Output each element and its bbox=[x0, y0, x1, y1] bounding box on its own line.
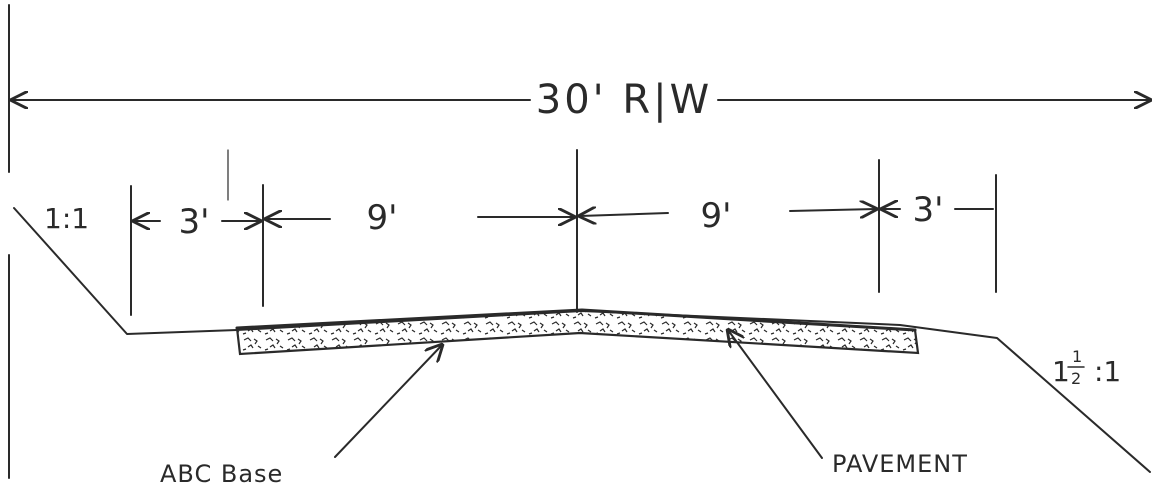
pavement-leader-line bbox=[728, 330, 823, 459]
dim-label-right-lane: 9' bbox=[701, 196, 732, 236]
dim-label-left-lane: 9' bbox=[367, 198, 398, 238]
slope-label-right-ratio: :1 bbox=[1094, 355, 1121, 388]
ground-profile-line bbox=[13, 207, 1151, 473]
dim-line-right-lane-a bbox=[580, 213, 669, 216]
abc-base-label: ABC Base bbox=[160, 460, 283, 488]
dim-label-left-shoulder: 3' bbox=[179, 202, 210, 242]
slope-label-right-whole: 1 bbox=[1052, 355, 1070, 388]
pavement-label: PAVEMENT bbox=[832, 450, 968, 478]
slope-label-left: 1:1 bbox=[44, 202, 89, 235]
abc-base-leader-line bbox=[334, 345, 442, 458]
pavement-top-surface bbox=[235, 308, 917, 332]
slope-label-right-numerator: 1 bbox=[1072, 347, 1082, 366]
dim-label-right-shoulder: 3' bbox=[913, 190, 944, 230]
slope-label-right-denominator: 2 bbox=[1071, 369, 1081, 388]
dim-line-right-lane-b bbox=[789, 209, 876, 211]
row-width-label: 30' R|W bbox=[536, 77, 712, 123]
abc-base-layer bbox=[235, 308, 920, 356]
